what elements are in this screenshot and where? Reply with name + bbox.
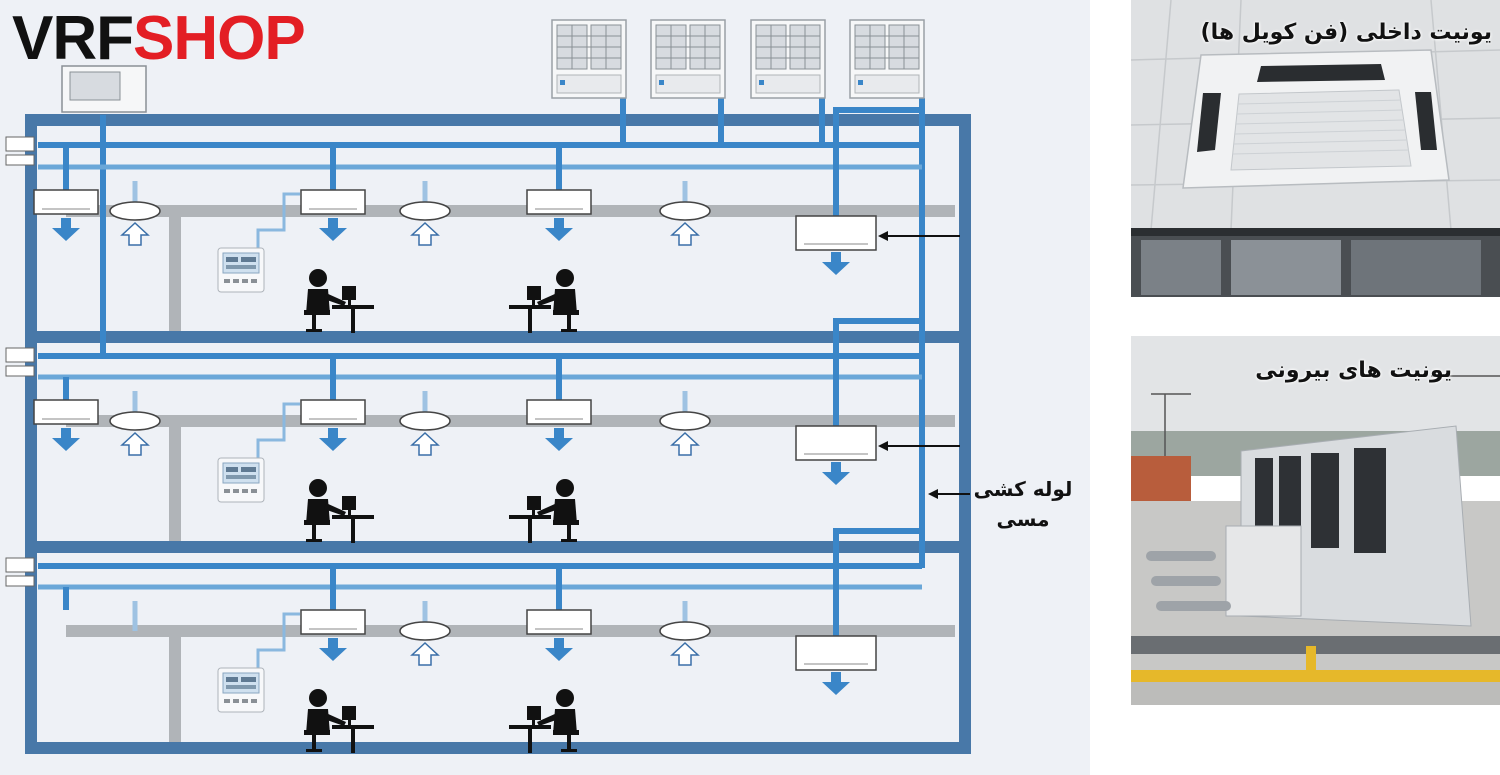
cassette-unit-illustration [1131,0,1500,297]
wall-controller-icon [217,457,265,503]
outdoor-condenser-icon [650,19,726,99]
piping-schematic [5,19,971,754]
indoor-fan-coil-icon [795,635,877,671]
return-grille [659,201,711,221]
pipe-pointer-arrow-head [878,231,888,241]
logo-part-shop: SHOP [133,4,306,73]
building-outline [25,114,971,754]
air-supply-arrow-icon [319,218,347,241]
branch-to-big-coil [833,318,922,426]
indoor-fan-coil-icon [795,215,877,251]
office-worker-icon [304,269,374,333]
air-supply-arrow-icon [319,428,347,451]
indoor-fan-coil-icon [526,609,592,635]
vrf-system-diagram: VRFSHOP لوله کشی مسی [0,0,1090,775]
indoor-fan-coil-icon [33,189,99,215]
outdoor-units-title: یونیت های بیرونی [1255,358,1452,383]
indoor-fan-coil-icon [526,399,592,425]
indoor-fan-coil-icon [795,425,877,461]
return-grille [109,201,161,221]
indoor-fan-coil-icon [300,609,366,635]
branch-box [5,154,35,166]
air-return-arrow-icon [121,222,149,246]
pipe-pointer-arrow-head [928,489,938,499]
office-worker-icon [509,479,579,543]
office-worker-icon [304,479,374,543]
indoor-fan-coil-icon [33,399,99,425]
indoor-fan-coil-icon [300,399,366,425]
air-return-arrow-icon [411,222,439,246]
air-return-arrow-icon [411,642,439,666]
logo-part-vrf: VRF [12,4,134,73]
return-grille [659,411,711,431]
air-return-arrow-icon [671,222,699,246]
copper-piping-label: لوله کشی مسی [973,477,1073,531]
branch-to-big-coil [833,107,922,216]
indoor-unit-title: یونیت داخلی (فن کویل ها) [1200,20,1492,45]
indoor-fan-coil-icon [526,189,592,215]
office-worker-icon [509,269,579,333]
rooftop-unit-grille [69,71,121,101]
indoor-fan-coil-icon [300,189,366,215]
air-supply-arrow-icon [545,218,573,241]
rooftop-outdoor-units-illustration [1131,336,1500,705]
outdoor-condenser-icon [750,19,826,99]
wall-controller-icon [217,247,265,293]
return-grille [399,411,451,431]
air-supply-arrow-icon [52,428,80,451]
branch-box [5,575,35,587]
branch-box [5,557,35,573]
vrfshop-logo: VRFSHOP [12,4,306,74]
controller-wire [256,402,300,458]
wall-controller-icon [217,667,265,713]
branch-box [5,365,35,377]
air-supply-arrow-icon [822,462,850,485]
controller-wire [256,612,300,668]
air-supply-arrow-icon [545,428,573,451]
air-return-arrow-icon [671,432,699,456]
outdoor-condenser-icon [551,19,627,99]
return-grille [659,621,711,641]
pipe-pointer-arrow-head [878,441,888,451]
air-return-arrow-icon [121,432,149,456]
air-supply-arrow-icon [319,638,347,661]
branch-box [5,347,35,363]
air-return-arrow-icon [411,432,439,456]
return-grille [109,411,161,431]
branch-to-big-coil [833,528,922,636]
air-supply-arrow-icon [822,252,850,275]
outdoor-units-photo: یونیت های بیرونی [1131,336,1500,705]
branch-box [5,136,35,152]
air-supply-arrow-icon [545,638,573,661]
return-grille [399,621,451,641]
air-supply-arrow-icon [822,672,850,695]
controller-wire [256,192,300,248]
outdoor-condenser-icon [849,19,925,99]
indoor-unit-photo: یونیت داخلی (فن کویل ها) [1131,0,1500,297]
air-supply-arrow-icon [52,218,80,241]
air-return-arrow-icon [671,642,699,666]
return-grille [399,201,451,221]
